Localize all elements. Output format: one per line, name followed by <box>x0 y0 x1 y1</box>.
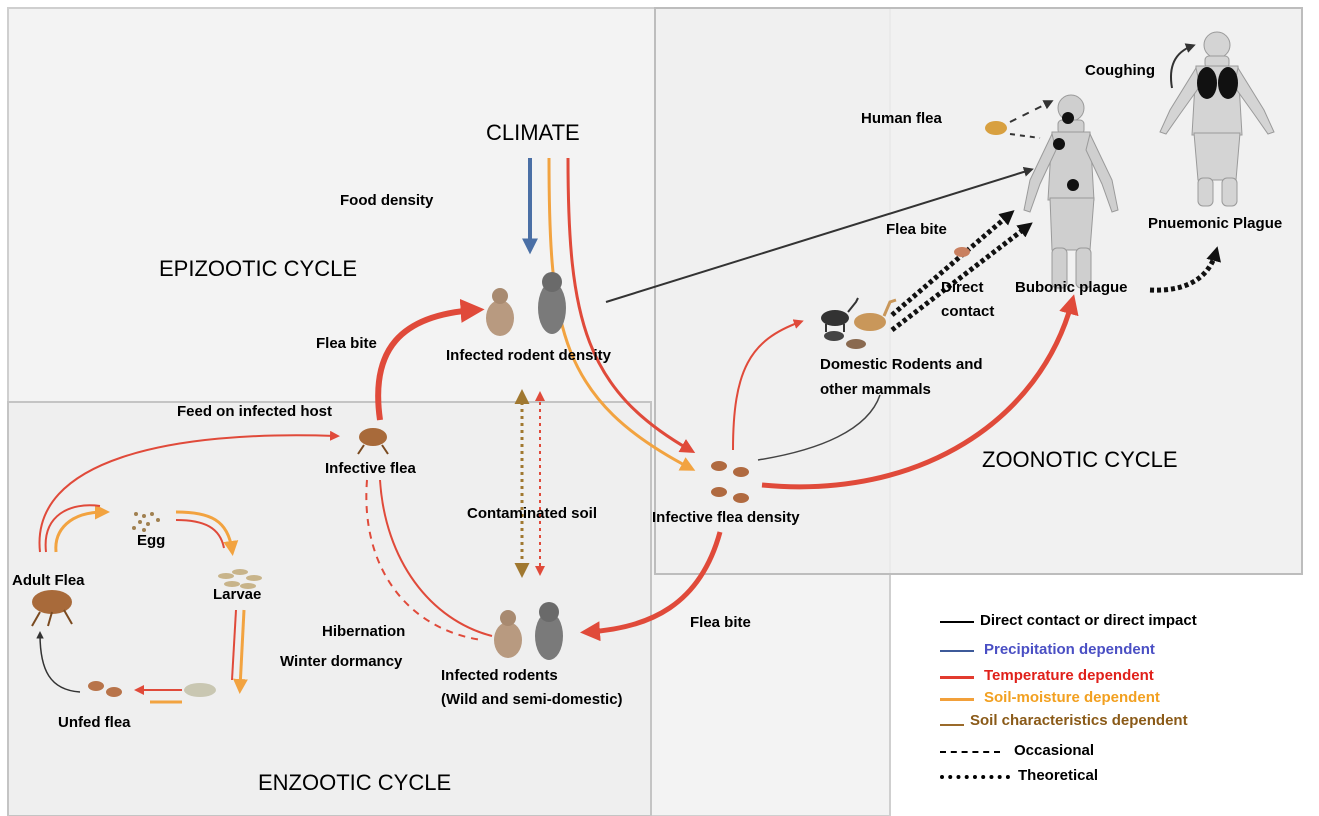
enzootic-cycle-title: ENZOOTIC CYCLE <box>258 770 452 795</box>
adult-to-egg-orange <box>54 504 110 553</box>
legend-swatch-temperature <box>940 676 974 679</box>
bubo-3 <box>1067 179 1079 191</box>
legend-swatch-occasional <box>940 751 1000 753</box>
legend-label-theoretical: Theoretical <box>1018 767 1099 784</box>
human-flea-label: Human flea <box>861 110 942 127</box>
legend-label-precipitation: Precipitation dependent <box>984 641 1155 658</box>
legend-label-temperature: Temperature dependent <box>984 667 1154 684</box>
egg-to-larvae-red <box>175 519 225 549</box>
zoonotic-cycle-title: ZOONOTIC CYCLE <box>982 447 1178 472</box>
domestic-animals-icon <box>821 297 897 349</box>
unfed-to-adult-arrow <box>36 631 81 693</box>
legend-label-occasional: Occasional <box>1014 742 1095 759</box>
flea-bite-label-1: Flea bite <box>316 335 377 352</box>
infective-flea-density-label: Infective flea density <box>652 509 800 526</box>
infected-rodents-sublabel: (Wild and semi-domestic) <box>441 691 623 708</box>
infected-rodents-label: Infected rodents <box>441 667 558 684</box>
larvae-label: Larvae <box>213 586 262 603</box>
climate-temperature-arrow <box>566 157 696 453</box>
adult-flea-label: Adult Flea <box>12 572 85 589</box>
feed-on-infected-host-label: Feed on infected host <box>177 403 333 420</box>
domestic-rodents-label: Domestic Rodents and <box>820 356 983 373</box>
unfed-flea-icon <box>88 681 122 697</box>
flea-density-to-domestic-arrow <box>732 319 804 451</box>
rodent-density-icon <box>486 272 566 336</box>
unfed-flea-label: Unfed flea <box>58 714 131 731</box>
legend-swatch-precipitation <box>940 650 974 652</box>
larvae-icon <box>218 569 262 589</box>
egg-to-larvae-orange <box>175 510 239 556</box>
climate-label: CLIMATE <box>486 120 580 145</box>
larvae-to-pupa-orange <box>232 609 248 694</box>
flea-density-to-bubonic-arrow <box>761 294 1079 490</box>
bubonic-plague-label: Bubonic plague <box>1015 279 1128 296</box>
pneumonic-plague-label: Pnuemonic Plague <box>1148 215 1283 232</box>
other-mammals-label: other mammals <box>820 381 931 398</box>
legend-swatch-soil-moisture <box>940 698 974 701</box>
adult-to-infective-arrow <box>38 430 340 553</box>
flea-density-icon <box>711 461 749 503</box>
adult-to-egg-red <box>44 504 101 553</box>
climate-soil-moisture-arrow <box>547 157 696 471</box>
legend-swatch-soil-characteristics <box>940 724 964 726</box>
human-flea-icon <box>985 121 1007 135</box>
epizootic-cycle-title: EPIZOOTIC CYCLE <box>159 256 358 281</box>
infective-flea-icon <box>357 428 389 455</box>
small-flea-icon <box>954 247 970 257</box>
legend-label-direct: Direct contact or direct impact <box>980 612 1197 629</box>
bubo-2 <box>1053 138 1065 150</box>
pupa-icon <box>184 683 216 697</box>
infected-rodents-icon <box>494 602 563 660</box>
winter-dormancy-label: Winter dormancy <box>280 653 403 670</box>
lung-right-icon <box>1218 67 1238 99</box>
flea-bite-arrow-up <box>375 298 485 421</box>
food-density-label: Food density <box>340 192 434 209</box>
infected-rodent-density-label: Infected rodent density <box>446 347 612 364</box>
flea-density-to-rodents-arrow <box>580 531 723 642</box>
coughing-arrow <box>1170 43 1196 89</box>
legend-label-soil-moisture: Soil-moisture dependent <box>984 689 1160 706</box>
flea-bite-label-3: Flea bite <box>886 221 947 238</box>
flea-density-domestic-line <box>757 394 881 461</box>
hibernation-label: Hibernation <box>322 623 406 640</box>
adult-flea-icon <box>31 590 73 627</box>
egg-icon <box>132 512 160 532</box>
flea-bite-label-2: Flea bite <box>690 614 751 631</box>
direct-contact-label-1: Direct <box>941 279 984 296</box>
flea-to-rodent-solid <box>379 479 493 637</box>
bubo-1 <box>1062 112 1074 124</box>
domestic-to-human-dotted-1 <box>890 210 1015 317</box>
domestic-to-human-dotted-2 <box>890 222 1033 332</box>
rodent-to-human-arrow <box>605 167 1034 303</box>
direct-contact-label-2: contact <box>941 303 995 320</box>
legend-swatch-direct <box>940 621 974 623</box>
flea-to-rodent-dashed <box>365 479 483 641</box>
legend: Direct contact or direct impact Precipit… <box>928 610 1248 792</box>
contaminated-soil-label: Contaminated soil <box>467 505 598 522</box>
egg-label: Egg <box>137 532 166 549</box>
lung-left-icon <box>1197 67 1217 99</box>
infective-flea-label: Infective flea <box>325 460 416 477</box>
coughing-label: Coughing <box>1085 62 1155 79</box>
legend-swatch-theoretical <box>940 775 1010 779</box>
legend-label-soil-characteristics: Soil characteristics dependent <box>970 712 1188 729</box>
larvae-to-pupa-red <box>231 609 237 681</box>
